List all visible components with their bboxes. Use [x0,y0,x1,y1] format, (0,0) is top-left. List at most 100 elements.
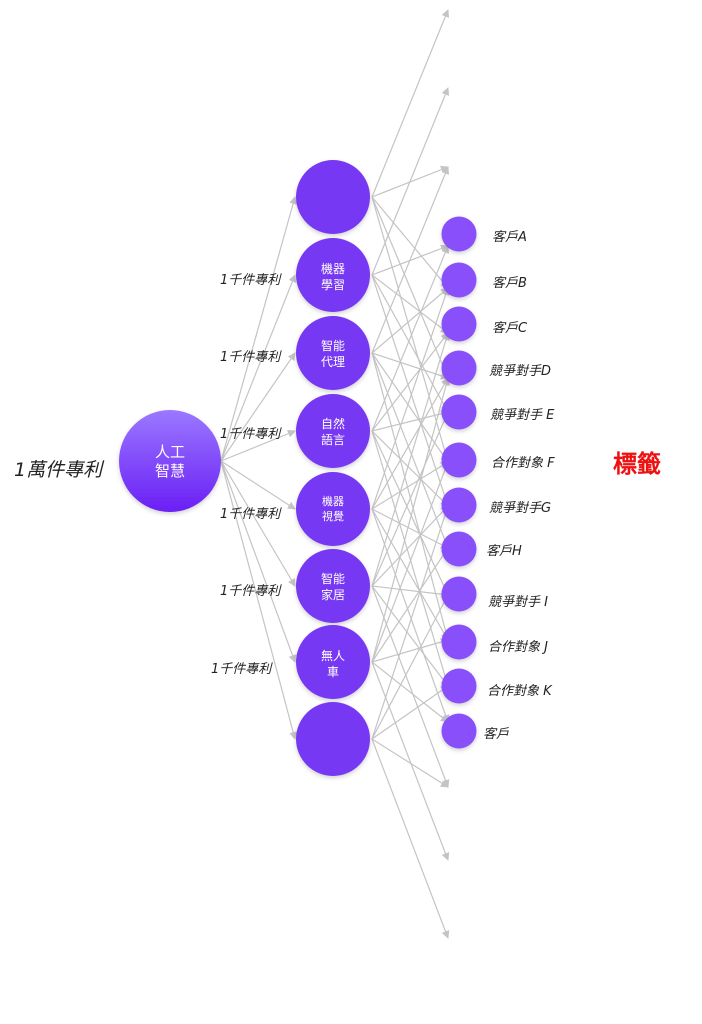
tag-node-circle[interactable] [441,668,477,704]
connector-arrow [371,661,450,861]
tag-node-circle[interactable] [441,394,477,430]
tag-node-circle[interactable] [441,442,477,478]
connector-arrow [220,460,297,663]
edge-label-patent-count: 1千件專利 [220,350,282,365]
tag-node-competitor-i[interactable]: 競爭對手 I [441,576,549,612]
category-node-intelligent-agent[interactable]: 智能 代理 [296,316,370,390]
connector-arrow [371,245,450,432]
tag-label: 客戶H [486,543,522,559]
category-node[interactable] [296,702,370,776]
tags-title: 標籤 [613,450,661,478]
root-node[interactable]: 人工 智慧 [119,410,221,512]
connector-arrow [371,377,451,663]
connector-arrow [371,505,450,740]
root-node-line1: 人工 [155,443,185,461]
category-node-line2: 家居 [321,587,345,602]
connector-arrow [371,508,449,549]
connector-arrow [371,638,449,663]
connector-arrow [220,352,296,462]
tag-node-customer-b[interactable]: 客戶B [441,262,528,298]
tag-node-customer-c[interactable]: 客戶C [441,306,529,342]
connector-arrow [371,352,450,549]
connector-arrow [371,430,449,507]
category-node-line2: 車 [327,665,339,679]
category-node-natural-language[interactable]: 自然 語言 [296,394,370,468]
edge-label-patent-count: 1千件專利 [211,662,273,677]
connector-arrow [371,430,449,596]
connector-arrow [220,196,297,462]
tag-label: 合作對象 J [488,640,548,655]
tag-node-circle[interactable] [441,216,477,252]
connector-arrow [371,352,449,380]
connector-arrow [371,685,449,740]
category-node-circle[interactable] [296,238,370,312]
connector-arrow [371,377,449,510]
tag-node-circle[interactable] [441,350,477,386]
tag-label: 合作對象 F [491,456,555,471]
connector-arrow [371,461,450,663]
category-node[interactable] [296,160,370,234]
connector-arrow [220,274,297,462]
category-node-circle[interactable] [296,160,370,234]
tag-node-circle[interactable] [441,487,477,523]
tag-node-partner-f[interactable]: 合作對象 F [441,442,556,478]
tag-node-customer-h[interactable]: 客戶H [441,531,523,567]
category-node-autonomous-car[interactable]: 無人 車 [296,625,370,699]
connector-arrow [371,196,450,463]
connector-arrow [371,411,449,587]
category-node-circle[interactable] [296,702,370,776]
tag-node-circle[interactable] [441,306,477,342]
category-node-circle[interactable] [296,625,370,699]
connector-arrow [371,9,450,198]
category-edges [371,9,451,939]
connector-arrow [371,287,450,510]
connector-arrow [371,594,449,740]
connector-arrow [371,585,450,788]
category-node-line2: 代理 [321,355,345,369]
tag-node-partner-j[interactable]: 合作對象 J [441,624,549,660]
connector-arrow [371,287,449,354]
category-node-line2: 學習 [321,278,345,292]
connector-arrow [371,352,449,463]
connector-arrow [371,585,449,599]
edge-label-patent-count: 1千件專利 [220,507,282,522]
category-node-line1: 智能 [321,338,345,353]
category-node-circle[interactable] [296,316,370,390]
tag-node-competitor-e[interactable]: 競爭對手 E [441,394,556,430]
category-node-circle[interactable] [296,549,370,623]
tag-label: 客戶 [483,726,510,742]
connector-arrow [371,661,449,723]
root-patent-count-label: 1萬件專利 [14,459,105,481]
connector-arrow [371,332,450,587]
category-node-line2: 視覺 [322,509,344,523]
tag-node-circle[interactable] [441,531,477,567]
tag-label: 競爭對手D [489,364,551,379]
connector-arrow [371,547,449,663]
edge-label-patent-count: 1千件專利 [220,273,282,288]
tag-node-circle[interactable] [441,713,477,749]
tag-label: 客戶C [492,320,528,336]
category-node-circle[interactable] [296,394,370,468]
tag-node-customer-a[interactable]: 客戶A [441,216,527,252]
tag-node-circle[interactable] [441,262,477,298]
tag-node-circle[interactable] [441,576,477,612]
tag-node-partner-k[interactable]: 合作對象 K [441,668,554,704]
category-node-smart-home[interactable]: 智能 家居 [296,549,370,623]
tag-node-competitor-d[interactable]: 競爭對手D [441,350,552,386]
connector-arrow [371,196,449,289]
category-node-machine-learning[interactable]: 機器 學習 [296,238,370,312]
edge-label-patent-count: 1千件專利 [220,584,282,599]
root-node-circle[interactable] [119,410,221,512]
category-node-machine-vision[interactable]: 機器 視覺 [296,472,370,546]
category-node-line1: 智能 [321,571,345,586]
tag-label: 客戶A [492,229,527,245]
category-node-circle[interactable] [296,472,370,546]
connector-arrow [220,429,296,462]
connector-arrow [371,505,449,587]
tag-node-circle[interactable] [441,624,477,660]
tag-node-competitor-g[interactable]: 競爭對手G [441,487,552,523]
tag-node-customer[interactable]: 客戶 [441,713,511,749]
connector-arrow [371,409,449,432]
category-node-line1: 機器 [322,494,344,508]
connector-arrow [371,166,450,354]
